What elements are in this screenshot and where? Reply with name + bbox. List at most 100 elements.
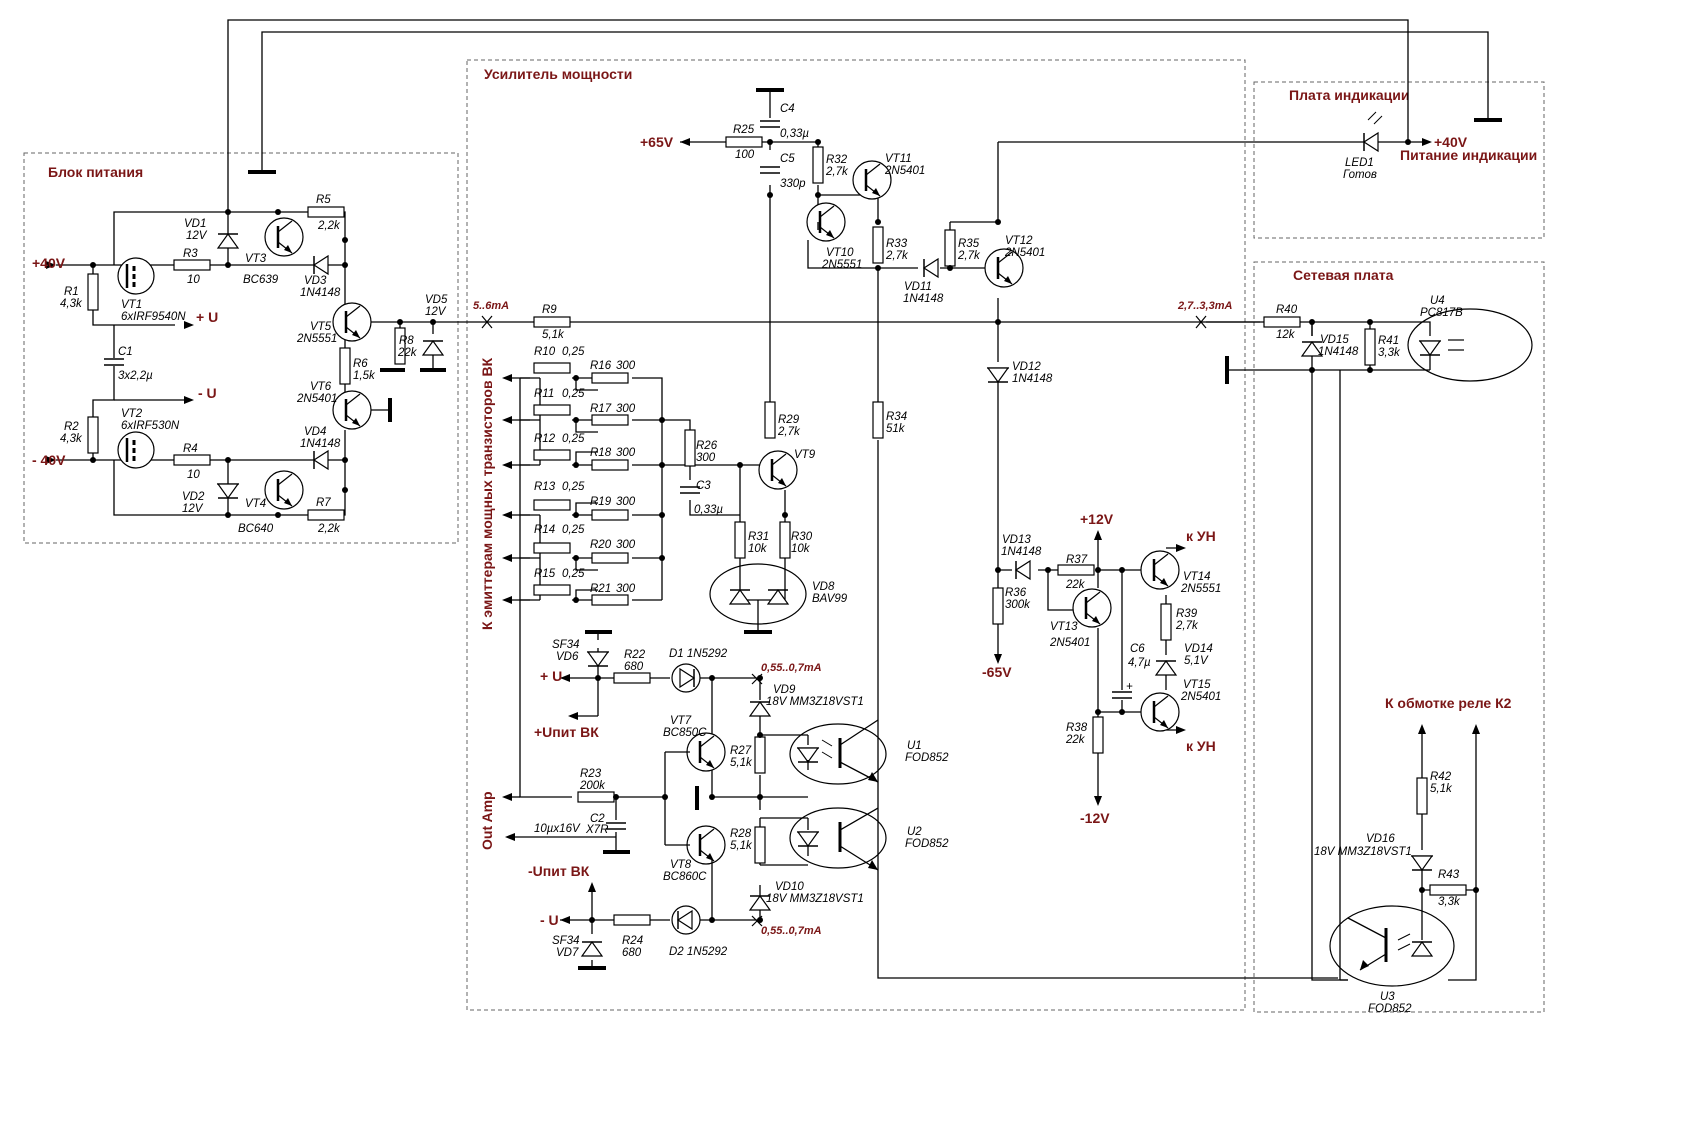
VD11-label: VD11: [904, 281, 932, 293]
R42-label: R42: [1430, 771, 1452, 783]
R13-label: R13: [534, 481, 556, 493]
VD6-type: SF34: [552, 639, 580, 651]
C4-value: 0,33µ: [780, 128, 809, 140]
rail-plus40-ind: +40V: [1434, 134, 1468, 150]
amp-block-frame: [466, 59, 1246, 1011]
amp-block-title: Усилитель мощности: [484, 66, 632, 82]
current-label-1: 5..6mA: [473, 300, 509, 312]
R23-label: R23: [580, 768, 602, 780]
C6-value: 4,7µ: [1128, 657, 1151, 669]
VT12-value: 2N5401: [1004, 247, 1045, 259]
emitters-label: К эмиттерам мощных транзисторов ВК: [479, 357, 495, 630]
R19-label: R19: [590, 496, 612, 508]
R42-value: 5,1k: [1430, 783, 1453, 795]
U4-label: U4: [1430, 295, 1445, 307]
R35-label: R35: [958, 238, 980, 250]
LED1-value: Готов: [1343, 169, 1377, 181]
R13-value: 0,25: [562, 481, 585, 493]
R27-label: R27: [730, 745, 752, 757]
C5-value: 330p: [780, 178, 806, 190]
rail-upit-plus: +Uпит ВК: [534, 724, 599, 740]
R25-value: 100: [735, 149, 755, 161]
VT8-value: BC860C: [663, 871, 707, 883]
C2-value: X7R: [585, 824, 608, 836]
R29-label: R29: [778, 414, 800, 426]
VT5-label: VT5: [310, 321, 332, 333]
network-circuit: [1206, 308, 1533, 987]
indication-block-frame: [1253, 81, 1545, 239]
R15-value: 0,25: [562, 568, 585, 580]
psu-circuit: [46, 206, 1348, 981]
VD4-value: 1N4148: [300, 438, 341, 450]
relay-label: К обмотке реле К2: [1385, 695, 1512, 711]
C2-label: C2: [590, 813, 605, 825]
R22-value: 680: [624, 661, 644, 673]
R14-value: 0,25: [562, 524, 585, 536]
C2-rating: 10µx16V: [534, 823, 581, 835]
R10-value: 0,25: [562, 346, 585, 358]
psu-block-title: Блок питания: [48, 164, 143, 180]
VT12-label: VT12: [1005, 235, 1033, 247]
VT14-label: VT14: [1183, 571, 1211, 583]
R21-value: 300: [616, 583, 636, 595]
C1-value: 3x2,2µ: [118, 370, 153, 382]
R15-label: R15: [534, 568, 556, 580]
R40-label: R40: [1276, 304, 1298, 316]
R28-value: 5,1k: [730, 840, 753, 852]
C3-label: C3: [696, 480, 711, 492]
R5-label: R5: [316, 194, 331, 206]
R37-label: R37: [1066, 554, 1088, 566]
VD1-value: 12V: [186, 230, 208, 242]
VT10-label: VT10: [826, 247, 854, 259]
R2-value: 4,3k: [60, 433, 83, 445]
ind-power-label: Питание индикации: [1400, 147, 1537, 163]
R1-value: 4,3k: [60, 298, 83, 310]
R5-value: 2,2k: [317, 220, 341, 232]
current-label-3: 0,55..0,7mA: [761, 662, 822, 674]
VT15-value: 2N5401: [1180, 691, 1221, 703]
indication-block-title: Плата индикации: [1289, 87, 1409, 103]
rail-minus-u-psu: - U: [198, 385, 217, 401]
R19-value: 300: [616, 496, 636, 508]
VT13-label: VT13: [1050, 621, 1078, 633]
R8-label: R8: [399, 335, 414, 347]
C4-label: C4: [780, 103, 795, 115]
rail-plus40: +40V: [32, 255, 66, 271]
VD12-label: VD12: [1012, 361, 1041, 373]
U1-value: FOD852: [905, 752, 949, 764]
out-k-un-1: к УН: [1186, 528, 1216, 544]
VD5-value: 12V: [425, 306, 447, 318]
VT4-value: BC640: [238, 523, 274, 535]
R16-value: 300: [616, 360, 636, 372]
R33-value: 2,7k: [885, 250, 909, 262]
C5-label: C5: [780, 153, 795, 165]
wire-top-outer: [227, 19, 1409, 210]
VD7-type: SF34: [552, 935, 580, 947]
VT5-value: 2N5551: [296, 333, 337, 345]
R32-label: R32: [826, 154, 848, 166]
R3-value: 10: [187, 274, 200, 286]
VD9-value: 18V MM3Z18VST1: [766, 696, 864, 708]
R6-label: R6: [353, 358, 368, 370]
R31-value: 10k: [748, 543, 768, 555]
R35-value: 2,7k: [957, 250, 981, 262]
R11-value: 0,25: [562, 388, 585, 400]
out-amp-label: Out Amp: [479, 791, 495, 850]
psu-block-frame: [23, 152, 459, 544]
amp-circuit: [481, 88, 1380, 979]
R21-label: R21: [590, 583, 611, 595]
wire-top-inner: [261, 31, 1489, 172]
VD2-label: VD2: [182, 491, 205, 503]
D2-label: D2 1N5292: [669, 946, 728, 958]
R7-label: R7: [316, 497, 331, 509]
D1-label: D1 1N5292: [669, 648, 728, 660]
R32-value: 2,7k: [825, 166, 849, 178]
VT4-label: VT4: [245, 498, 266, 510]
VD6-label: VD6: [556, 651, 579, 663]
VD2-value: 12V: [182, 503, 204, 515]
rail-plus-u-amp: + U: [540, 668, 562, 684]
R25-label: R25: [733, 124, 755, 136]
network-block-title: Сетевая плата: [1293, 267, 1394, 283]
VD3-label: VD3: [304, 275, 327, 287]
